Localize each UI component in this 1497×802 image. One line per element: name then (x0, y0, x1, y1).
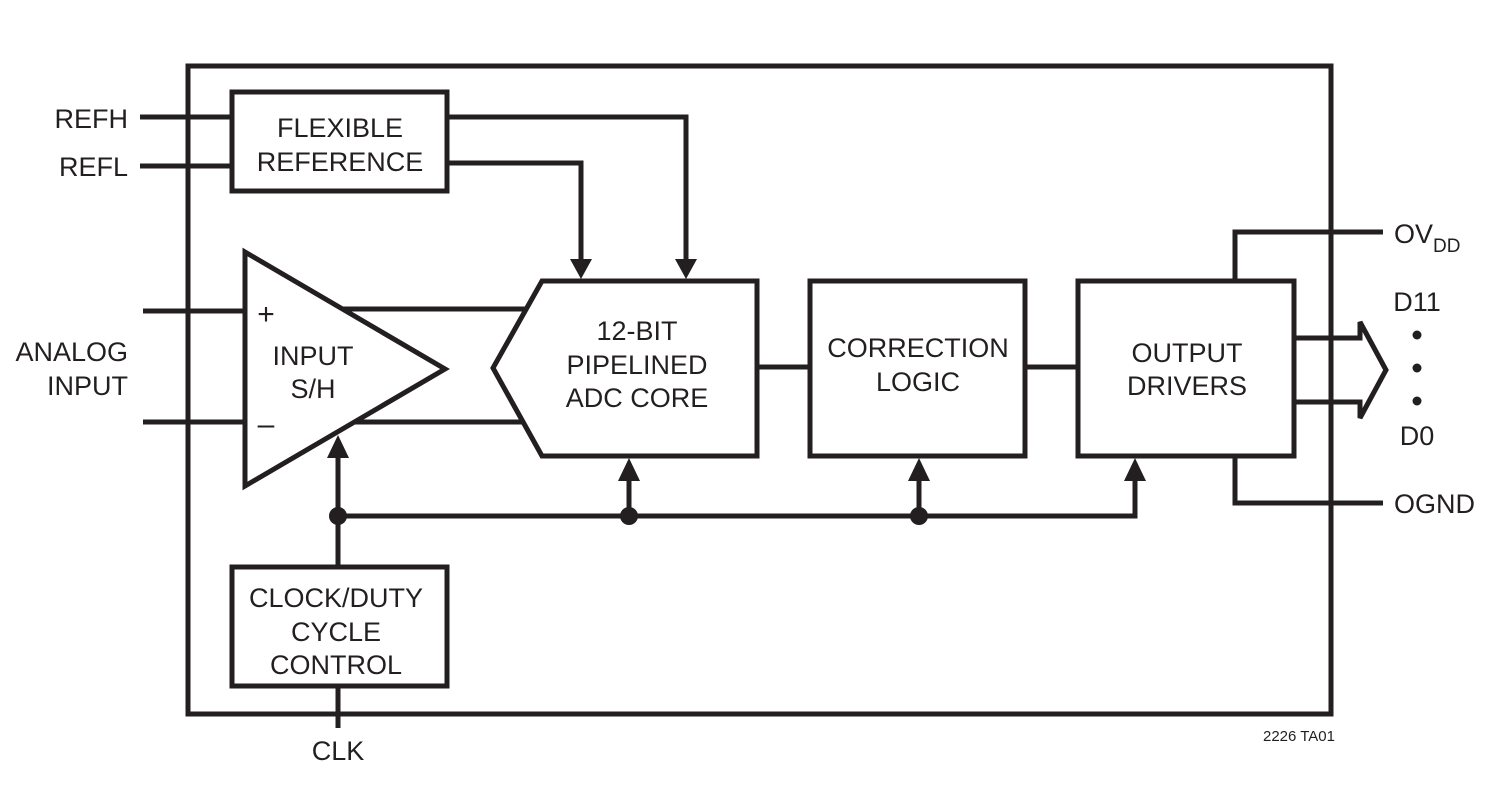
bus-dot-1 (1412, 330, 1422, 340)
adc-core-block (490, 278, 760, 459)
refl-pin-label: REFL (59, 152, 128, 182)
ovdd-line (1232, 229, 1383, 280)
minus-sign: – (258, 408, 275, 441)
flexible-reference-block (229, 89, 450, 194)
ognd-pin-label: OGND (1394, 489, 1475, 519)
output-drivers-label-1: OUTPUT (1132, 338, 1243, 368)
reference-to-adc-arrowhead-2 (570, 259, 592, 279)
correction-logic-block (807, 278, 1028, 459)
clk-pin-label: CLK (312, 736, 365, 766)
adc-core-label-1: 12-BIT (596, 316, 677, 346)
adc-core-label-2: PIPELINED (566, 350, 707, 380)
input-sh-label-1: INPUT (273, 341, 354, 371)
chip-outline (185, 63, 1334, 717)
junction-dot-2 (620, 507, 638, 525)
clock-control-label-3: CONTROL (270, 650, 402, 680)
correction-logic-label-1: CORRECTION (827, 333, 1009, 363)
output-drivers-label-2: DRIVERS (1127, 371, 1247, 401)
analog-input-label-1: ANALOG (15, 337, 128, 367)
data-output-bus-arrow (1294, 320, 1389, 420)
flexible-reference-label-2: REFERENCE (257, 147, 424, 177)
junction-dot-1 (329, 507, 347, 525)
clock-to-output-arrowhead (1124, 458, 1146, 481)
reference-to-adc-line-2 (447, 160, 584, 262)
input-sh-label-2: S/H (290, 374, 335, 404)
adc-core-label-3: ADC CORE (566, 383, 709, 413)
junction-dot-3 (910, 507, 928, 525)
clock-control-block (229, 564, 450, 689)
ognd-line (1232, 456, 1383, 506)
plus-sign: + (257, 298, 275, 331)
clock-bus-line (338, 478, 1138, 519)
analog-input-label-2: INPUT (47, 371, 128, 401)
reference-to-adc-arrowhead-1 (675, 259, 697, 279)
clock-to-sh-arrowhead (327, 435, 349, 458)
flexible-reference-label-1: FLEXIBLE (277, 113, 403, 143)
reference-to-adc-line-1 (447, 114, 689, 262)
clock-to-adc-arrowhead (618, 458, 640, 481)
d11-pin-label: D11 (1393, 287, 1441, 317)
input-sh-block (242, 247, 450, 491)
refh-pin-label: REFH (55, 104, 129, 134)
correction-logic-label-2: LOGIC (876, 367, 960, 397)
output-drivers-block (1075, 278, 1297, 459)
clock-to-correction-arrowhead (908, 458, 930, 481)
d0-pin-label: D0 (1400, 421, 1435, 451)
clock-control-label-2: CYCLE (291, 617, 381, 647)
clock-control-label-1: CLOCK/DUTY (249, 583, 423, 613)
figure-id: 2226 TA01 (1263, 728, 1335, 745)
ovdd-pin-label: OVDD (1394, 219, 1460, 257)
bus-dot-2 (1412, 363, 1422, 373)
bus-dot-3 (1412, 396, 1422, 406)
